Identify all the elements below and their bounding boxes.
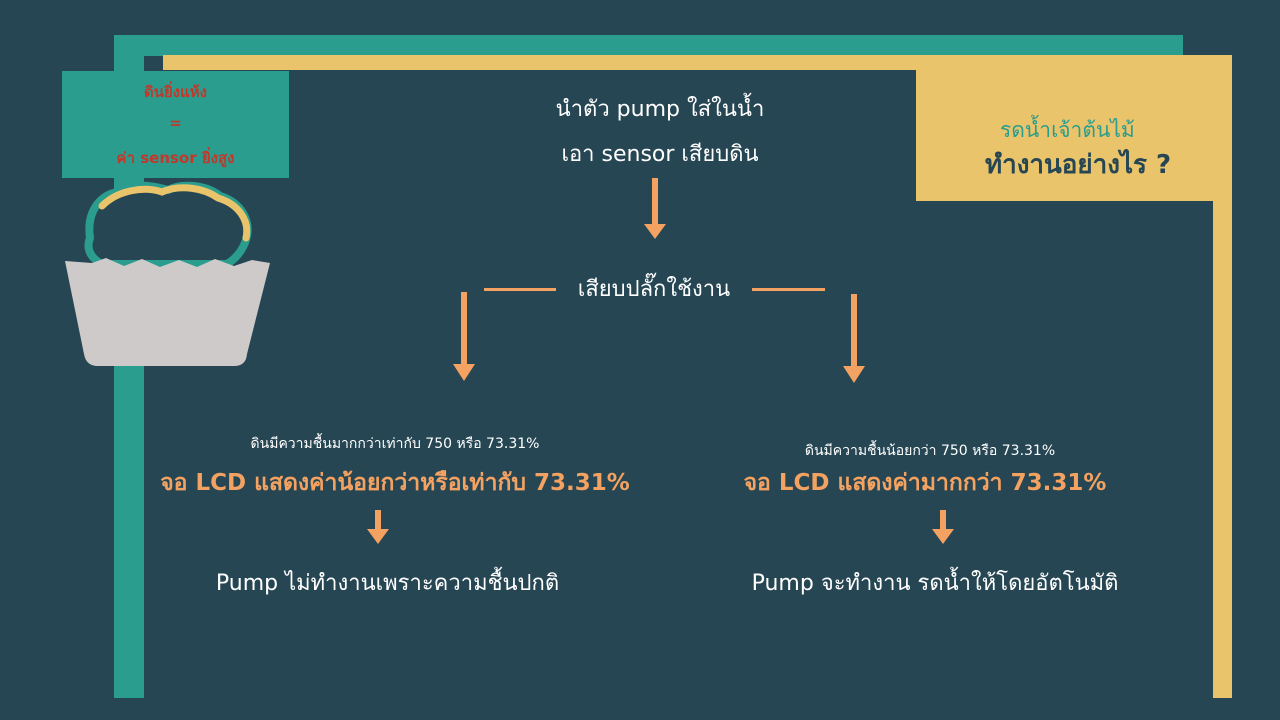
- title-subtitle: รดน้ำเจ้าต้นไม้: [1000, 118, 1135, 142]
- left-lcd-text: จอ LCD แสดงค่าน้อยกว่าหรือเท่ากับ 73.31%: [160, 470, 630, 496]
- title-box: [916, 70, 1213, 201]
- arrow-down-icon: [843, 294, 865, 383]
- step2-label: เสียบปลั๊กใช้งาน: [577, 277, 731, 302]
- branch-line-left: [484, 288, 556, 291]
- right-condition: ดินมีความชื้นน้อยกว่า 750 หรือ 73.31%: [804, 443, 1056, 459]
- step1-line-2: เอา sensor เสียบดิน: [561, 142, 759, 167]
- title-main: ทำงานอย่างไร ?: [985, 150, 1172, 180]
- frame-gold-top-bar: [163, 55, 1232, 70]
- sensor-note-box: [62, 71, 289, 178]
- right-result: Pump จะทำงาน รดน้ำให้โดยอัตโนมัติ: [751, 571, 1119, 596]
- arrow-down-icon: [932, 510, 954, 544]
- sensor-note-line-3: ค่า sensor ยิ่งสูง: [116, 149, 235, 167]
- frame-gold-right-bar: [1213, 55, 1232, 698]
- frame-teal-top-bar: [114, 35, 1183, 56]
- left-result: Pump ไม่ทำงานเพราะความชื้นปกติ: [215, 571, 560, 596]
- arrow-down-icon: [367, 510, 389, 544]
- plant-pot-icon: [65, 181, 270, 366]
- step1-line-1: นำตัว pump ใส่ในน้ำ: [555, 97, 765, 122]
- arrow-down-icon: [453, 292, 475, 381]
- sensor-note-line-2: =: [169, 114, 182, 132]
- branch-line-right: [752, 288, 825, 291]
- right-lcd-text: จอ LCD แสดงค่ามากกว่า 73.31%: [743, 470, 1107, 496]
- arrow-down-icon: [644, 178, 666, 239]
- sensor-note-line-1: ดินยิ่งแห้ง: [144, 83, 207, 101]
- left-condition: ดินมีความชื้นมากกว่าเท่ากับ 750 หรือ 73.…: [250, 436, 540, 452]
